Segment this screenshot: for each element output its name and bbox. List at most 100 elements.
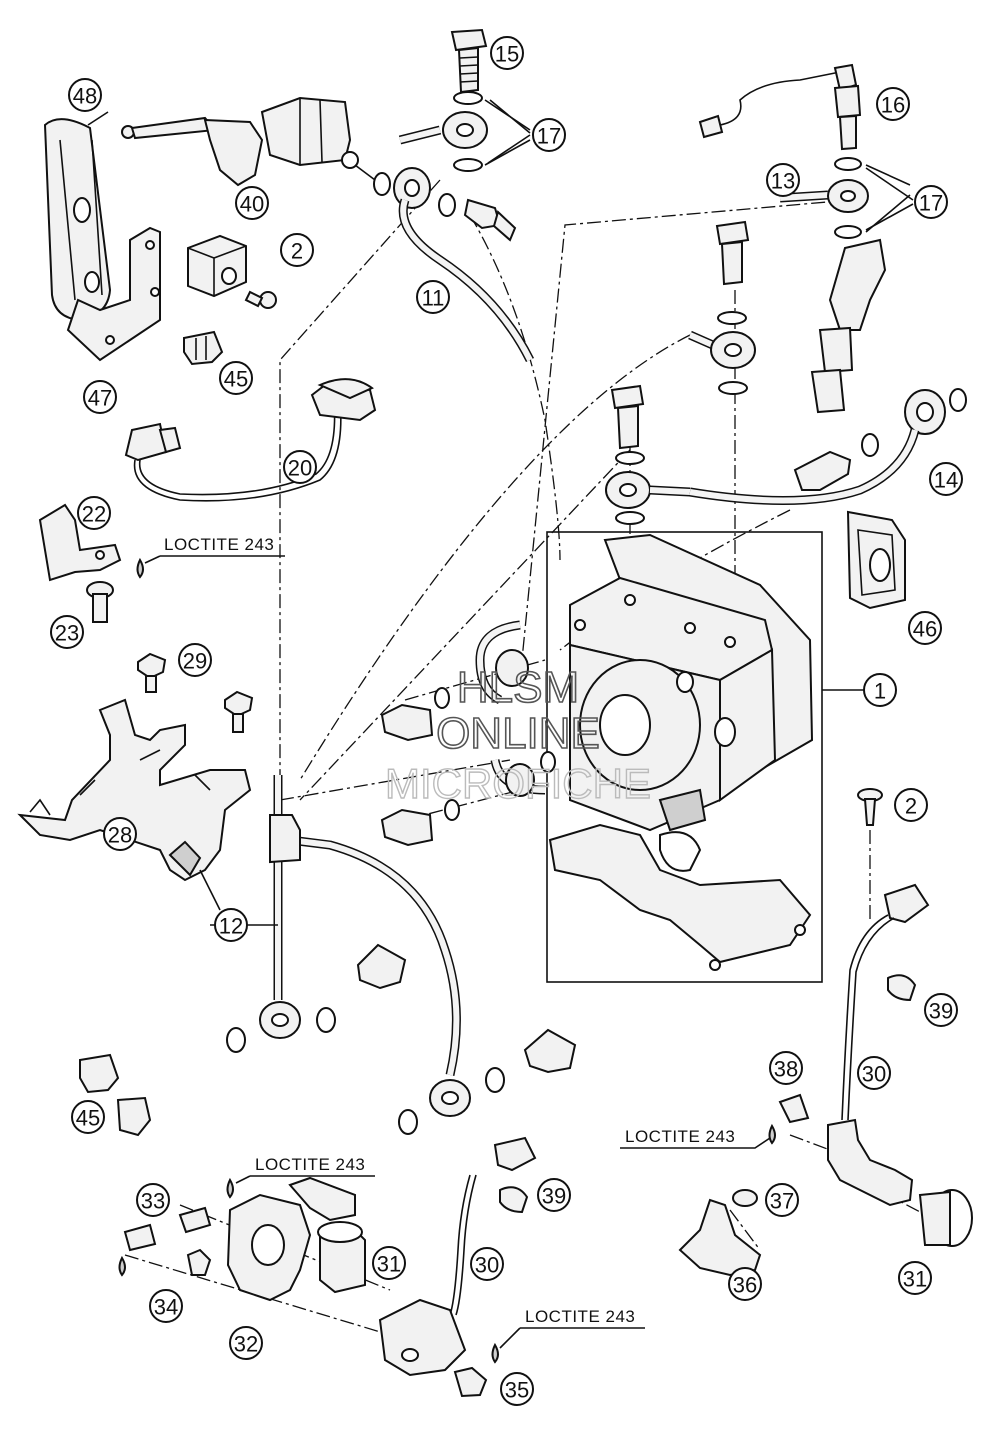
svg-text:22: 22: [82, 502, 106, 527]
callout-45-lower: 45: [71, 1100, 105, 1134]
clips-45-lower: [79, 1053, 152, 1137]
svg-text:37: 37: [770, 1189, 794, 1214]
clamp-part: [187, 234, 247, 298]
loctite-label-2: LOCTITE 243: [235, 1155, 375, 1184]
svg-text:31: 31: [377, 1252, 401, 1277]
svg-text:MICROFICHE: MICROFICHE: [385, 760, 651, 807]
callout-23: 23: [50, 615, 84, 649]
front-wheel-speed-sensor: [778, 883, 973, 1247]
clip-part: [183, 330, 224, 366]
svg-text:33: 33: [141, 1189, 165, 1214]
sensor-bracket-36: [678, 1189, 762, 1277]
clip-39-right: [887, 974, 917, 1002]
brake-line-12: [226, 775, 577, 1135]
rear-caliper-sensor-bracket: [123, 1136, 537, 1398]
watermark: HLSM ONLINE MICROFICHE: [384, 662, 651, 808]
banjo-right-upper: [688, 220, 756, 395]
svg-text:46: 46: [913, 617, 937, 642]
callout-15: 15: [490, 36, 524, 70]
loctite-label-3: LOCTITE 243: [620, 1127, 771, 1149]
svg-text:14: 14: [934, 468, 958, 493]
hand-brake-lever-master-cylinder: [121, 96, 376, 187]
svg-text:45: 45: [76, 1106, 100, 1131]
svg-text:2: 2: [291, 239, 303, 264]
callout-30-right: 30: [857, 1056, 891, 1090]
callout-1: 1: [863, 673, 897, 707]
clip-39-lower: [499, 1186, 529, 1214]
switch-20-wire: [124, 378, 377, 502]
rear-master-cylinder: [779, 157, 911, 414]
svg-text:HLSM: HLSM: [457, 663, 579, 712]
callout-20: 20: [283, 450, 317, 484]
callout-bubbles: 48 47 40 2 45 15 17 11 16 13 17 20 22 23…: [50, 36, 963, 1406]
svg-text:38: 38: [774, 1057, 798, 1082]
callout-45-top: 45: [219, 361, 253, 395]
svg-text:45: 45: [224, 367, 248, 392]
svg-text:48: 48: [73, 84, 97, 109]
callout-36: 36: [728, 1267, 762, 1301]
svg-text:ONLINE: ONLINE: [436, 709, 600, 758]
loctite-label-1: LOCTITE 243: [144, 535, 285, 564]
svg-text:39: 39: [929, 999, 953, 1024]
callout-39-lower: 39: [537, 1178, 571, 1212]
callout-14: 14: [929, 462, 963, 496]
callout-16: 16: [876, 87, 910, 121]
callout-40: 40: [235, 186, 269, 220]
svg-text:47: 47: [88, 386, 112, 411]
callout-12: 12: [214, 908, 248, 942]
line-bracket-28: [17, 698, 252, 882]
loctite-label-4: LOCTITE 243: [499, 1307, 645, 1349]
callout-13: 13: [766, 163, 800, 197]
banjo-middle: [605, 384, 691, 525]
sealing-washers-17-top: [398, 91, 531, 172]
abs-hydraulic-unit: [548, 533, 814, 971]
callout-38: 38: [769, 1051, 803, 1085]
banjo-bolt-15: [450, 28, 488, 94]
svg-text:20: 20: [288, 456, 312, 481]
upper-banjo-fitting: [373, 167, 517, 242]
svg-text:17: 17: [919, 191, 943, 216]
foot-plate-part: [43, 118, 112, 322]
screw-right: [857, 788, 883, 826]
screw-part: [244, 290, 277, 309]
callout-31-right: 31: [898, 1261, 932, 1295]
svg-text:35: 35: [505, 1378, 529, 1403]
svg-text:23: 23: [55, 621, 79, 646]
svg-text:LOCTITE 243: LOCTITE 243: [525, 1307, 635, 1326]
callout-17-right: 17: [914, 185, 948, 219]
callout-17-top: 17: [532, 118, 566, 152]
cover-46: [846, 510, 906, 610]
loctite-drops: [118, 557, 776, 1364]
callout-32: 32: [229, 1326, 263, 1360]
callout-30-lower: 30: [470, 1247, 504, 1281]
callout-35: 35: [500, 1372, 534, 1406]
guard-22: [38, 503, 122, 582]
svg-text:LOCTITE 243: LOCTITE 243: [625, 1127, 735, 1146]
svg-text:36: 36: [733, 1273, 757, 1298]
svg-text:16: 16: [881, 93, 905, 118]
callout-48: 48: [68, 78, 102, 112]
callout-29: 29: [178, 643, 212, 677]
callout-22: 22: [77, 496, 111, 530]
svg-text:LOCTITE 243: LOCTITE 243: [255, 1155, 365, 1174]
svg-text:15: 15: [495, 42, 519, 67]
callout-31-left: 31: [372, 1246, 406, 1280]
svg-text:40: 40: [240, 192, 264, 217]
callout-2-top: 2: [280, 233, 314, 267]
callout-28: 28: [103, 817, 137, 851]
svg-text:2: 2: [905, 794, 917, 819]
callout-11: 11: [416, 280, 450, 314]
svg-text:30: 30: [475, 1253, 499, 1278]
abs-inlet-bolts: [380, 620, 556, 847]
callout-39-right: 39: [924, 993, 958, 1027]
svg-text:12: 12: [219, 914, 243, 939]
svg-text:LOCTITE 243: LOCTITE 243: [164, 535, 274, 554]
brake-light-switch-16: [698, 63, 862, 151]
callout-2-right: 2: [894, 788, 928, 822]
svg-text:13: 13: [771, 169, 795, 194]
svg-text:34: 34: [154, 1295, 178, 1320]
svg-text:28: 28: [108, 823, 132, 848]
callout-33: 33: [136, 1183, 170, 1217]
svg-text:30: 30: [862, 1062, 886, 1087]
